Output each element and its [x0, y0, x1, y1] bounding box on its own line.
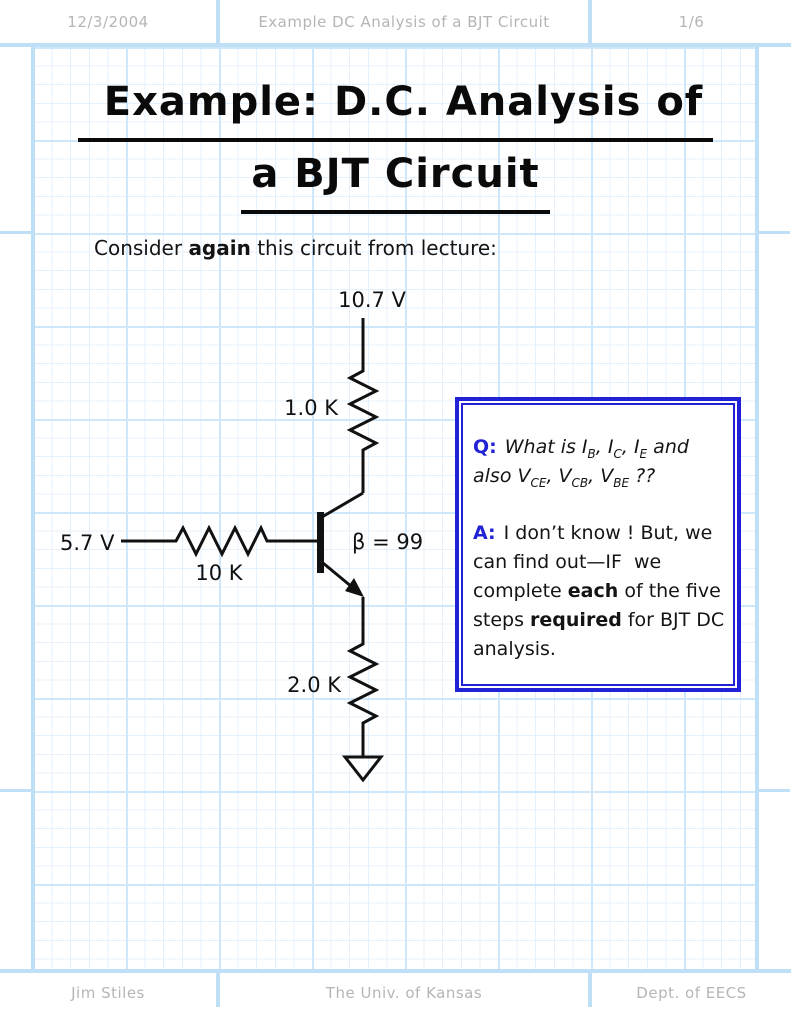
- base-resistor-symbol: [121, 524, 317, 558]
- footer-institution: The Univ. of Kansas: [325, 984, 483, 1002]
- footer-divider-right: [588, 973, 592, 1007]
- q-sub: B: [587, 446, 596, 461]
- intro-pre: Consider: [94, 236, 189, 260]
- supply-voltage-label: 10.7 V: [338, 288, 406, 312]
- margin-mark: [0, 231, 31, 234]
- a-seg: I don’t know ! But, we can find out—IF w…: [473, 522, 713, 602]
- input-voltage-label: 5.7 V: [60, 531, 115, 555]
- emitter-resistor-symbol: [346, 597, 380, 757]
- header-divider-right: [588, 0, 592, 43]
- a-seg: of the five steps: [473, 580, 721, 631]
- collector-lead: [321, 491, 364, 519]
- bjt-base-bar: [317, 512, 324, 573]
- q-text: What is IB, IC, IE and also VCE, VCB, VB…: [473, 436, 689, 490]
- answer-paragraph: A:I don’t know ! But, we can find out—IF…: [473, 519, 727, 664]
- margin-mark: [0, 789, 31, 792]
- q-sub: CE: [530, 475, 547, 490]
- emitter-resistor-label: 2.0 K: [287, 673, 342, 697]
- q-seg: , I: [595, 436, 614, 458]
- slide-title: Example: D.C. Analysis of a BJT Circuit: [0, 70, 791, 214]
- emitter-lead: [322, 561, 353, 589]
- ground-symbol: [341, 755, 385, 783]
- intro-post: this circuit from lecture:: [250, 236, 497, 260]
- question-paragraph: Q:What is IB, IC, IE and also VCE, VCB, …: [473, 433, 727, 491]
- margin-mark: [759, 789, 790, 792]
- emitter-arrow: [345, 578, 364, 597]
- footer-divider-left: [216, 973, 220, 1007]
- intro-sentence: Consider again this circuit from lecture…: [94, 236, 497, 260]
- a-seg: for BJT DC analysis.: [473, 609, 725, 660]
- header-divider-left: [216, 0, 220, 43]
- slide-title-line1: Example: D.C. Analysis of: [77, 70, 714, 142]
- a-bold-required: required: [530, 609, 622, 631]
- q-label: Q:: [473, 436, 497, 458]
- header-title: Example DC Analysis of a BJT Circuit: [258, 12, 550, 31]
- grid-top-border: [0, 43, 791, 47]
- slide-title-line2: a BJT Circuit: [241, 142, 550, 214]
- q-seg: , V: [546, 465, 572, 487]
- header-page-number: 1/6: [678, 12, 705, 31]
- footer-author: Jim Stiles: [71, 984, 145, 1002]
- q-sub: CB: [571, 475, 589, 490]
- grid-left-border: [31, 47, 35, 969]
- a-label: A:: [473, 522, 496, 544]
- grid-right-border: [755, 47, 759, 969]
- beta-label: β = 99: [352, 530, 423, 554]
- header-date: 12/3/2004: [67, 12, 149, 31]
- collector-resistor-symbol: [346, 318, 380, 493]
- q-seg: and also V: [473, 436, 689, 487]
- q-sub: BE: [613, 475, 630, 490]
- intro-bold-word: again: [188, 236, 251, 260]
- collector-resistor-label: 1.0 K: [284, 396, 339, 420]
- q-seg: , I: [621, 436, 640, 458]
- q-sub: E: [639, 446, 648, 461]
- q-sub: C: [613, 446, 622, 461]
- margin-mark: [759, 231, 790, 234]
- q-seg: ??: [629, 465, 656, 487]
- footer-department: Dept. of EECS: [636, 984, 747, 1002]
- question-answer-box: Q:What is IB, IC, IE and also VCE, VCB, …: [455, 397, 741, 692]
- base-resistor-label: 10 K: [195, 561, 243, 585]
- grid-bottom-border: [0, 969, 791, 973]
- a-bold-each: each: [567, 580, 619, 602]
- q-seg: What is I: [504, 436, 588, 458]
- q-seg: , V: [588, 465, 614, 487]
